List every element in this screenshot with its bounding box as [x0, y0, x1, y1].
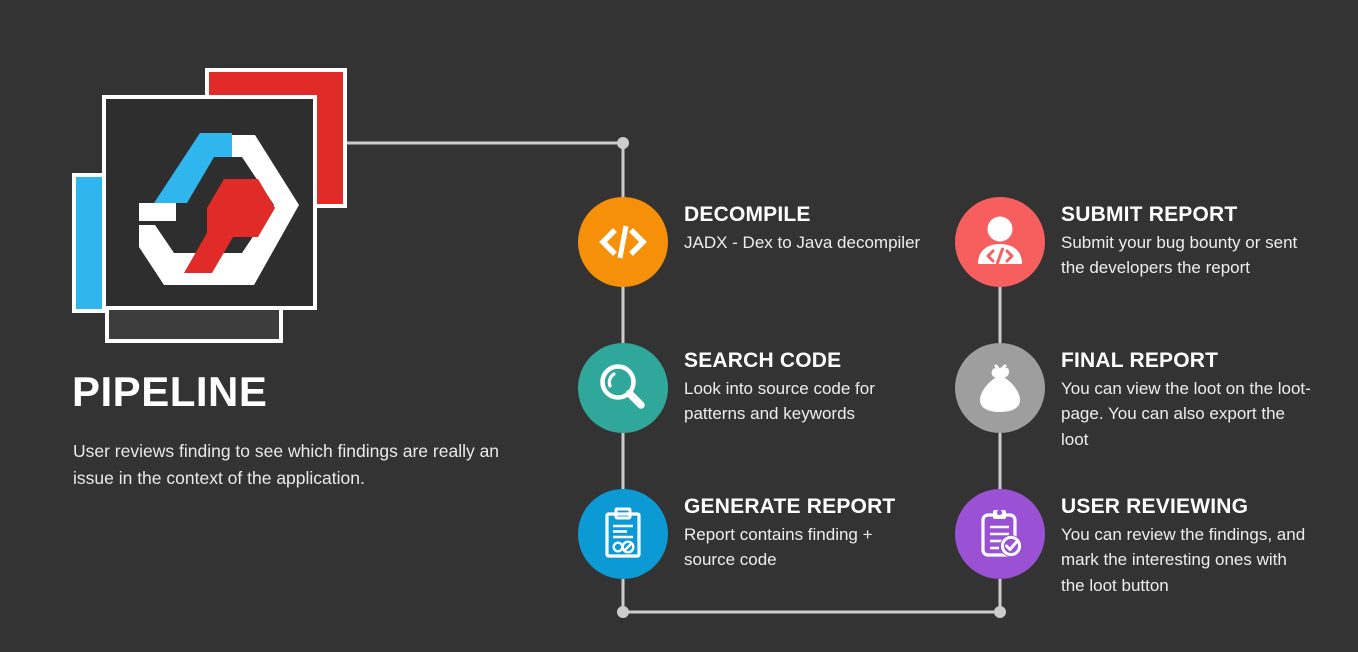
step-final-report[interactable]: FINAL REPORT You can view the loot on th…: [955, 343, 1313, 452]
step-final-report-text: FINAL REPORT You can view the loot on th…: [1061, 343, 1313, 452]
connector-node-bottom-left: [617, 606, 629, 618]
step-final-report-desc: You can view the loot on the loot-page. …: [1061, 378, 1311, 449]
step-user-reviewing-text: USER REVIEWING You can review the findin…: [1061, 489, 1313, 598]
step-submit-report-text: SUBMIT REPORT Submit your bug bounty or …: [1061, 197, 1323, 281]
step-submit-report-title: SUBMIT REPORT: [1061, 203, 1238, 226]
magnifying-glass-icon: [600, 364, 645, 409]
connector-node-top-left: [617, 137, 629, 149]
step-decompile[interactable]: DECOMPILE JADX - Dex to Java decompiler: [578, 197, 934, 287]
step-search-code[interactable]: SEARCH CODE Look into source code for pa…: [578, 343, 914, 433]
step-user-reviewing-title: USER REVIEWING: [1061, 495, 1249, 518]
clipboard-check-icon: [981, 509, 1022, 557]
step-submit-report[interactable]: SUBMIT REPORT Submit your bug bounty or …: [955, 197, 1323, 287]
step-user-reviewing[interactable]: USER REVIEWING You can review the findin…: [955, 489, 1313, 598]
step-search-code-desc: Look into source code for patterns and k…: [684, 378, 875, 424]
connector-bottom-rail: [621, 579, 1002, 614]
step-generate-report-desc: Report contains finding + source code: [684, 524, 873, 570]
developer-person-icon: [978, 216, 1022, 265]
step-user-reviewing-badge[interactable]: [955, 489, 1045, 579]
connector-node-bottom-right: [994, 606, 1006, 618]
step-decompile-desc: JADX - Dex to Java decompiler: [684, 232, 921, 252]
step-search-code-badge[interactable]: [578, 343, 668, 433]
step-search-code-title: SEARCH CODE: [684, 349, 842, 372]
step-final-report-badge[interactable]: [955, 343, 1045, 433]
step-generate-report-title: GENERATE REPORT: [684, 495, 896, 518]
step-generate-report-badge[interactable]: [578, 489, 668, 579]
step-generate-report[interactable]: GENERATE REPORT Report contains finding …: [578, 489, 924, 579]
step-final-report-title: FINAL REPORT: [1061, 349, 1219, 372]
clipboard-report-icon: [605, 507, 641, 558]
code-brackets-icon: [599, 225, 647, 259]
money-bag-icon: [980, 364, 1020, 412]
page-subtitle: User reviews finding to see which findin…: [73, 441, 500, 488]
connector-logo-to-decompile: [340, 141, 625, 200]
step-decompile-badge[interactable]: [578, 197, 668, 287]
step-search-code-text: SEARCH CODE Look into source code for pa…: [684, 343, 914, 427]
pipeline-logo: [72, 68, 362, 343]
step-user-reviewing-desc: You can review the findings, and mark th…: [1061, 524, 1306, 595]
step-decompile-text: DECOMPILE JADX - Dex to Java decompiler: [684, 197, 934, 255]
hexagon-logo-icon: [139, 133, 299, 285]
page-title: PIPELINE: [72, 368, 268, 415]
step-submit-report-desc: Submit your bug bounty or sent the devel…: [1061, 232, 1298, 278]
step-submit-report-badge[interactable]: [955, 197, 1045, 287]
step-generate-report-text: GENERATE REPORT Report contains finding …: [684, 489, 924, 573]
step-decompile-title: DECOMPILE: [684, 203, 811, 226]
